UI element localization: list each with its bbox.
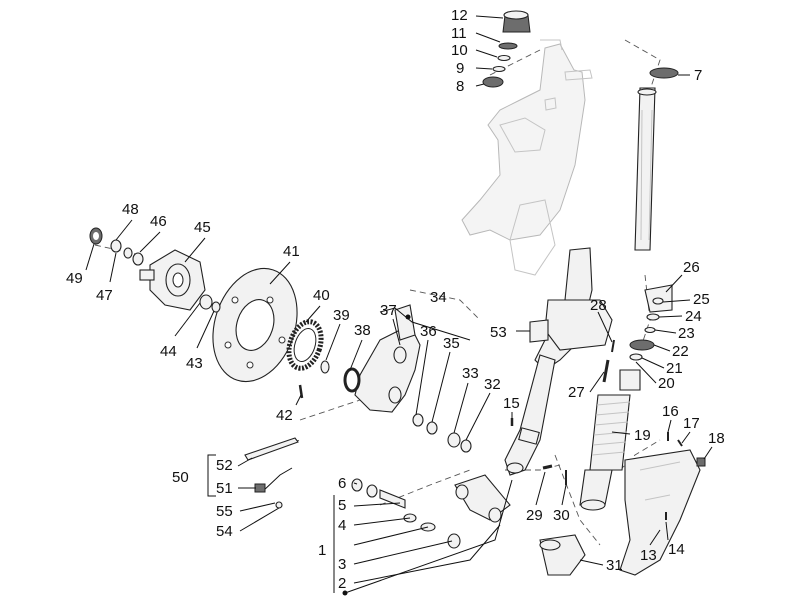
hub-small-parts (89, 227, 221, 313)
label-24: 24 (685, 308, 702, 325)
label-9: 9 (456, 60, 464, 77)
label-49: 49 (66, 270, 83, 287)
label-42: 42 (276, 407, 293, 424)
label-23: 23 (678, 325, 695, 342)
steering-tube (634, 87, 657, 251)
wheel-hub (139, 249, 206, 311)
label-34: 34 (430, 289, 447, 306)
label-36: 36 (420, 323, 437, 340)
label-41: 41 (283, 243, 300, 260)
label-45: 45 (194, 219, 211, 236)
bolts-27-28 (602, 339, 615, 383)
label-11: 11 (451, 25, 467, 42)
label-10: 10 (451, 42, 468, 59)
leader-lines (85, 15, 713, 594)
sensor-cable (244, 437, 299, 509)
label-35: 35 (443, 335, 460, 352)
label-38: 38 (354, 322, 371, 339)
label-21: 21 (666, 360, 683, 377)
axle-parts (351, 474, 511, 549)
label-51: 51 (216, 480, 233, 497)
label-8: 8 (456, 78, 464, 95)
label-29: 29 (526, 507, 543, 524)
label-17: 17 (683, 415, 700, 432)
label-2: 2 (338, 575, 346, 592)
brake-caliper-carrier (320, 304, 472, 453)
label-6: 6 (338, 475, 346, 492)
label-31: 31 (606, 557, 623, 574)
label-50: 50 (172, 469, 189, 486)
label-27: 27 (568, 384, 585, 401)
label-53: 53 (490, 324, 507, 341)
label-30: 30 (553, 507, 570, 524)
callout-labels: 12 11 10 9 8 7 48 46 45 49 47 44 43 41 4… (66, 7, 725, 592)
small-bolts (298, 384, 706, 520)
label-13: 13 (640, 547, 657, 564)
label-55: 55 (216, 503, 233, 520)
label-39: 39 (333, 307, 350, 324)
label-44: 44 (160, 343, 177, 360)
label-25: 25 (693, 291, 710, 308)
label-48: 48 (122, 201, 139, 218)
label-5: 5 (338, 497, 346, 514)
bracket-31 (539, 534, 586, 576)
label-46: 46 (150, 213, 167, 230)
frame-outline-ghost (461, 39, 593, 276)
label-16: 16 (662, 403, 679, 420)
label-43: 43 (186, 355, 203, 372)
label-33: 33 (462, 365, 479, 382)
fork-leg-assembly (504, 247, 613, 476)
label-22: 22 (672, 343, 689, 360)
fork-cover (619, 449, 701, 576)
label-18: 18 (708, 430, 725, 447)
label-15: 15 (503, 395, 520, 412)
label-3: 3 (338, 556, 346, 573)
label-37: 37 (380, 302, 397, 319)
label-19: 19 (634, 427, 651, 444)
label-4: 4 (338, 517, 346, 534)
shock-absorber (579, 369, 641, 511)
label-32: 32 (484, 376, 501, 393)
shock-top-mount (629, 284, 673, 361)
group-markers (342, 314, 411, 596)
label-20: 20 (658, 375, 675, 392)
label-26: 26 (683, 259, 700, 276)
label-1: 1 (318, 542, 326, 559)
label-14: 14 (668, 541, 685, 558)
headset-bearings (482, 10, 679, 88)
label-54: 54 (216, 523, 233, 540)
label-28: 28 (590, 297, 607, 314)
label-7: 7 (694, 67, 702, 84)
spacer-53 (529, 319, 549, 343)
tone-ring (286, 319, 324, 371)
brake-disc (212, 267, 298, 383)
label-12: 12 (451, 7, 468, 24)
label-40: 40 (313, 287, 330, 304)
label-47: 47 (96, 287, 113, 304)
label-52: 52 (216, 457, 233, 474)
